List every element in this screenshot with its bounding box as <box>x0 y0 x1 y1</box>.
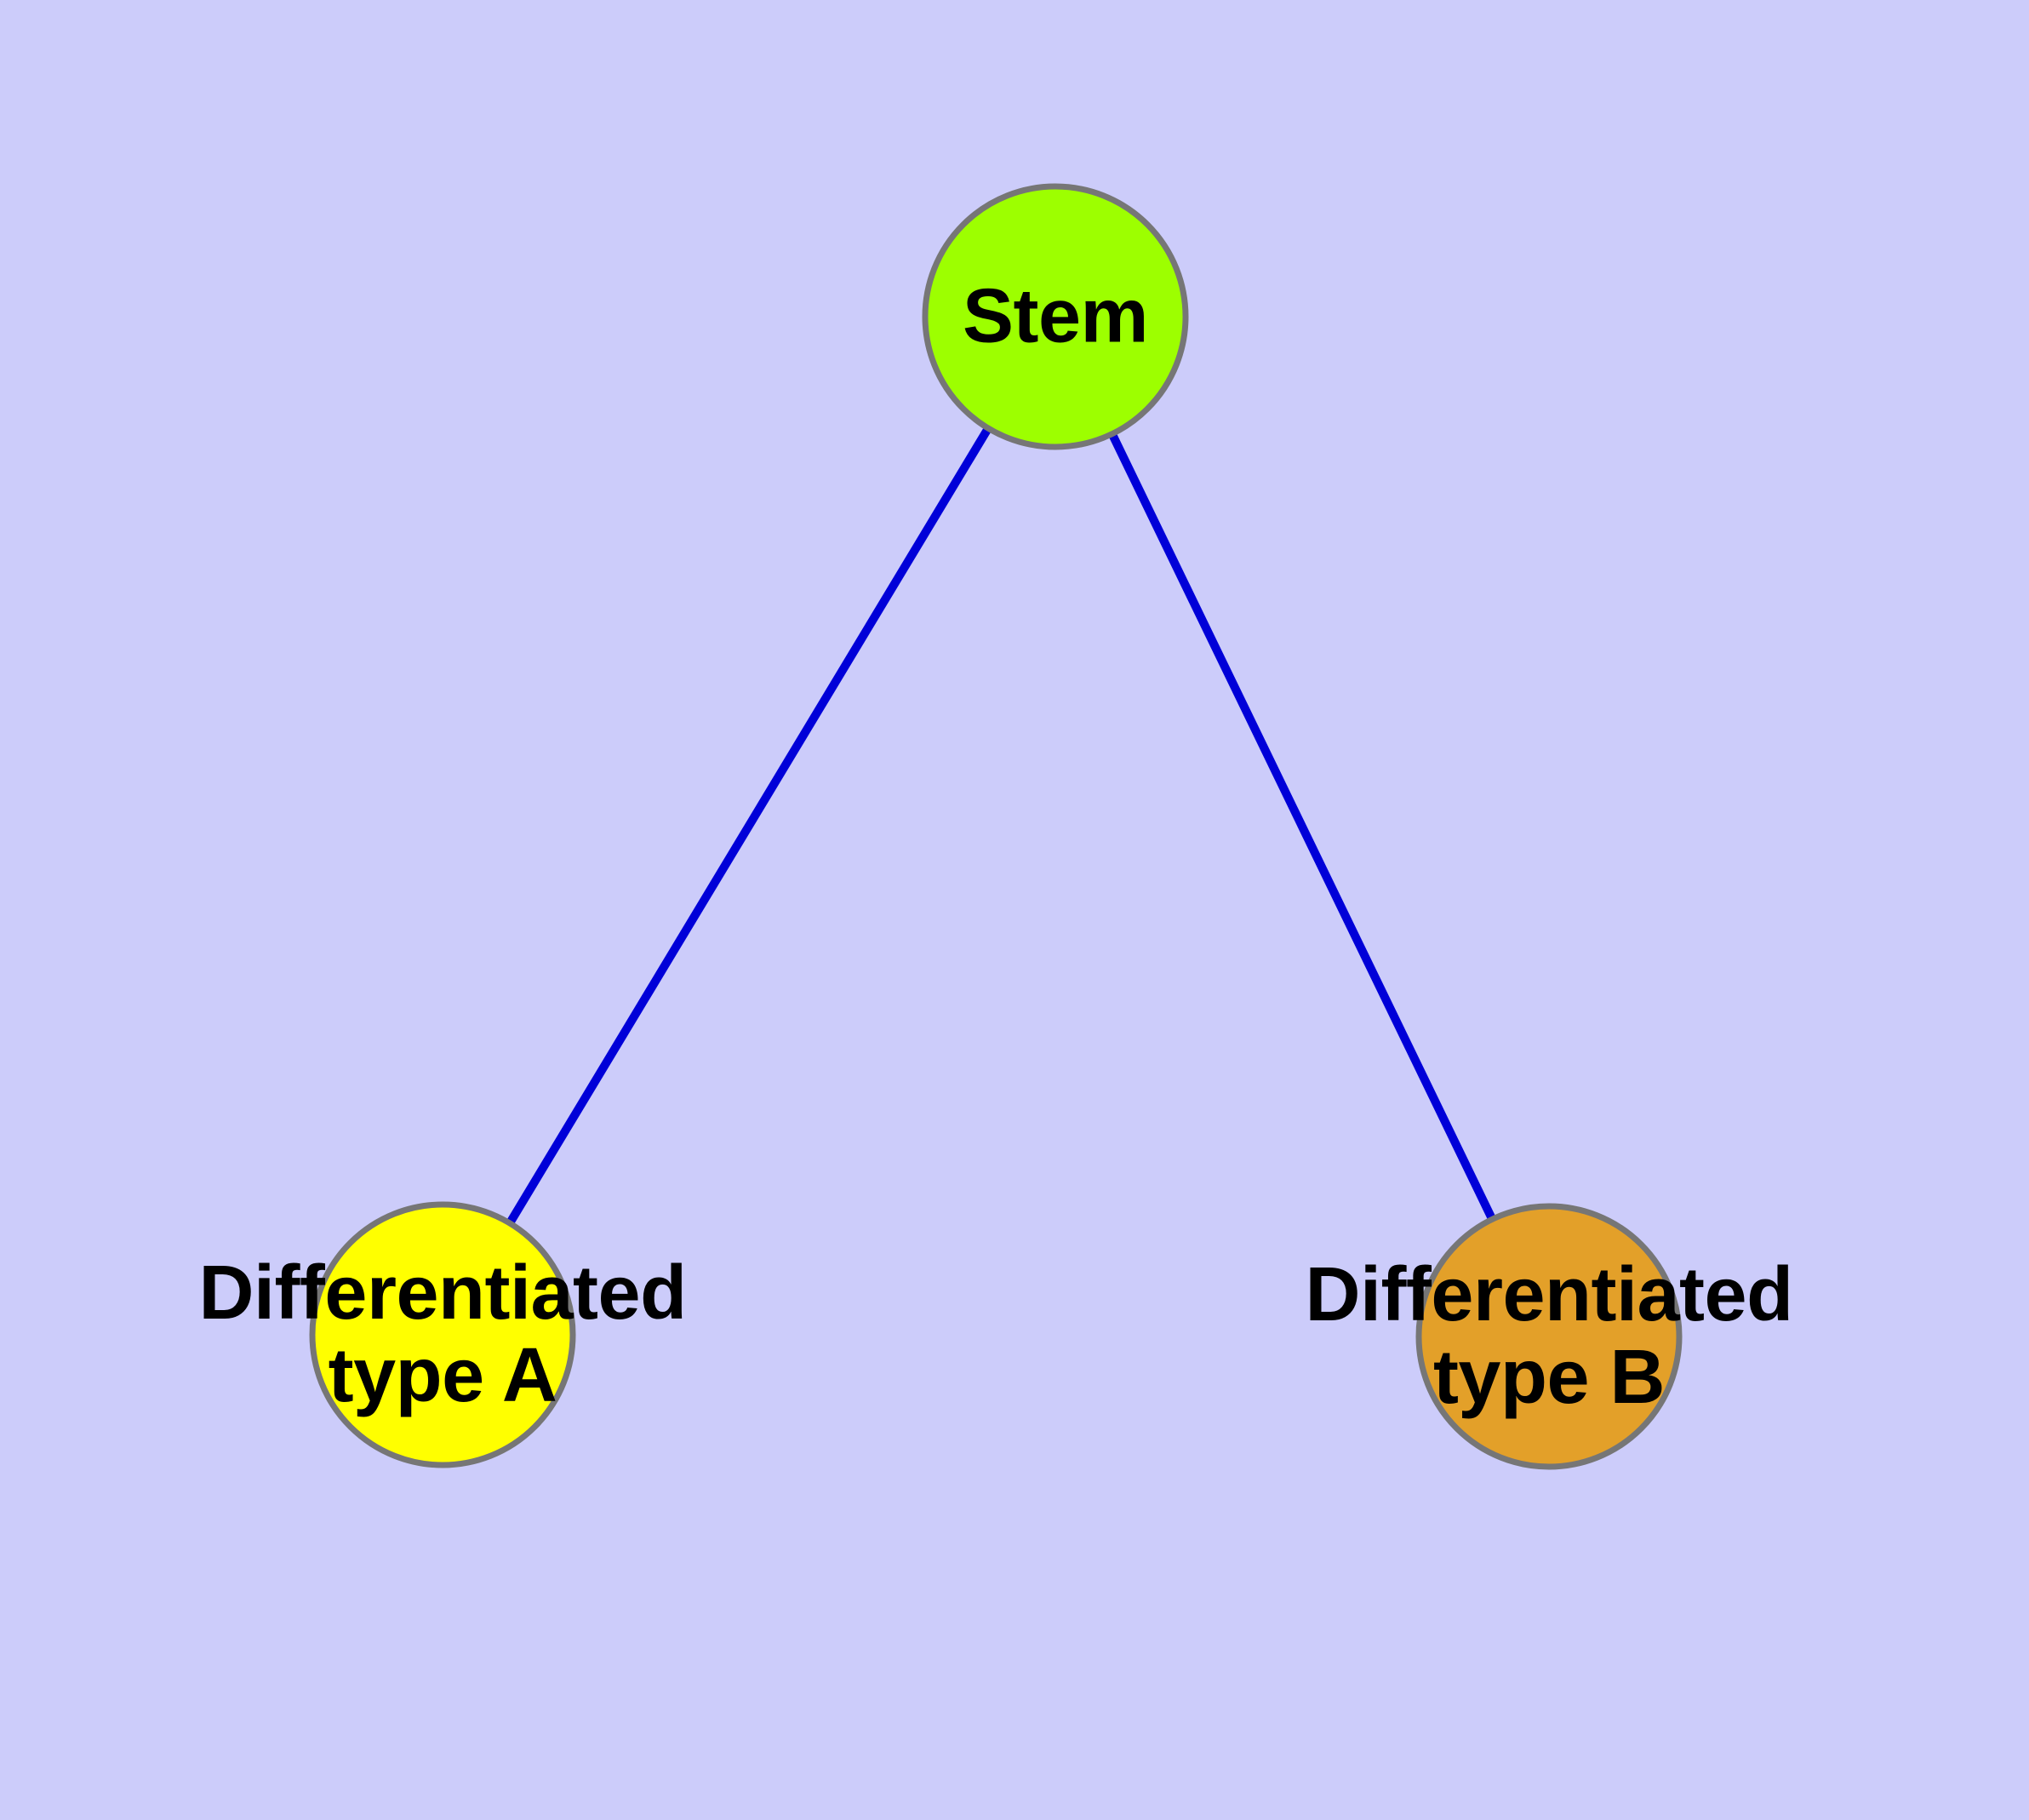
edge-stem-diff-b[interactable] <box>1108 432 1496 1221</box>
node-circle-diff-b[interactable] <box>1415 1203 1683 1470</box>
edge-stem-diff-a[interactable] <box>506 426 992 1225</box>
edges-layer <box>506 426 1496 1225</box>
nodes-layer <box>309 183 1683 1470</box>
node-circle-stem[interactable] <box>922 183 1189 450</box>
node-circle-diff-a[interactable] <box>309 1201 576 1468</box>
